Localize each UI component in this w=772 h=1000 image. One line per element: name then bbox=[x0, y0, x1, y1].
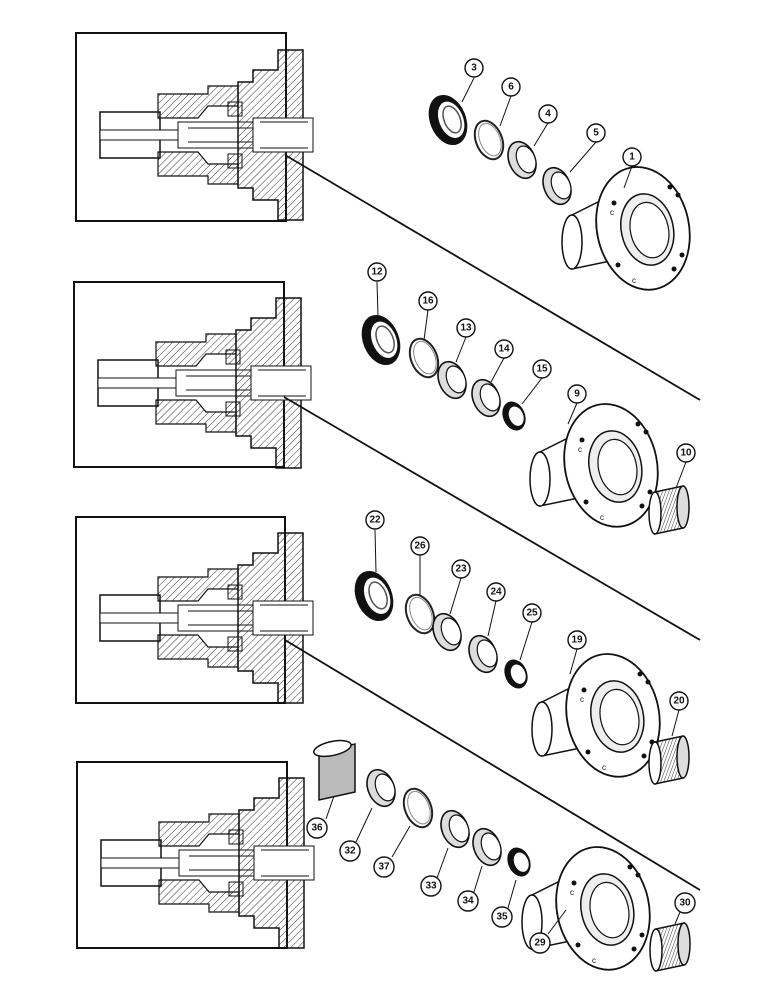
section-4: 36 32 37 33 34 35 29 bbox=[76, 736, 696, 980]
callout-19-label: 19 bbox=[571, 635, 583, 646]
callout-12: 12 bbox=[367, 262, 387, 317]
section-1-leader-line bbox=[284, 154, 701, 401]
callout-3-label: 3 bbox=[471, 63, 477, 74]
callout-1: 1 bbox=[622, 147, 642, 189]
part-14-washer bbox=[466, 374, 506, 422]
callout-22: 22 bbox=[365, 510, 385, 573]
callout-26: 26 bbox=[410, 536, 430, 596]
callout-5: 5 bbox=[569, 123, 606, 173]
part-22-seal bbox=[346, 564, 402, 628]
callout-13-label: 13 bbox=[460, 323, 472, 334]
callout-37-label: 37 bbox=[378, 862, 390, 873]
section-2: 12 16 13 14 15 9 10 bbox=[73, 262, 701, 641]
callout-14: 14 bbox=[490, 339, 514, 383]
callout-34-label: 34 bbox=[462, 896, 474, 907]
section-3-leader-line bbox=[284, 639, 701, 891]
callout-23-label: 23 bbox=[455, 564, 467, 575]
callout-13: 13 bbox=[455, 318, 476, 363]
callout-19: 19 bbox=[567, 630, 587, 675]
callout-34: 34 bbox=[457, 865, 483, 912]
part-15-bearing-cone bbox=[498, 397, 530, 435]
callout-37: 37 bbox=[373, 825, 411, 878]
callout-20: 20 bbox=[669, 691, 689, 737]
callout-4-label: 4 bbox=[545, 109, 551, 120]
part-3-seal bbox=[420, 88, 476, 152]
part-10-needle-bearing bbox=[648, 485, 690, 535]
callout-12-label: 12 bbox=[371, 267, 383, 278]
callout-25: 25 bbox=[519, 603, 542, 661]
part-33-race bbox=[435, 805, 475, 853]
callout-24: 24 bbox=[486, 582, 506, 637]
callout-6-label: 6 bbox=[508, 82, 514, 93]
callout-15-label: 15 bbox=[536, 364, 548, 375]
part-37-snap-ring bbox=[397, 783, 439, 833]
callout-29-label: 29 bbox=[534, 938, 546, 949]
callout-1-label: 1 bbox=[629, 152, 635, 163]
part-1-hub bbox=[561, 157, 702, 300]
part-5-washer bbox=[537, 162, 577, 210]
callout-9: 9 bbox=[567, 384, 587, 425]
callout-20-label: 20 bbox=[673, 696, 685, 707]
section-2-leader-line bbox=[283, 396, 701, 641]
callout-10: 10 bbox=[675, 443, 696, 489]
part-30-needle-bearing bbox=[649, 922, 691, 972]
callout-24-label: 24 bbox=[490, 587, 502, 598]
callout-33: 33 bbox=[420, 847, 449, 897]
callout-35: 35 bbox=[491, 879, 517, 928]
callout-32: 32 bbox=[339, 807, 373, 862]
callout-5-label: 5 bbox=[593, 128, 599, 139]
callout-29: 29 bbox=[529, 909, 567, 954]
callout-33-label: 33 bbox=[425, 881, 437, 892]
callout-23: 23 bbox=[449, 559, 471, 615]
part-34-bearing-cup bbox=[467, 823, 507, 871]
part-6-snap-ring bbox=[468, 115, 510, 165]
callout-14-label: 14 bbox=[498, 344, 510, 355]
part-24-bearing-cup bbox=[463, 630, 503, 678]
callout-15: 15 bbox=[521, 359, 552, 405]
callout-35-label: 35 bbox=[496, 912, 508, 923]
part-29-hub bbox=[521, 837, 662, 980]
part-25-bearing-cone bbox=[500, 655, 532, 693]
part-9-hub bbox=[529, 394, 670, 537]
section-1: 3 6 4 5 1 bbox=[75, 32, 702, 401]
part-32-race bbox=[361, 764, 401, 812]
callout-6: 6 bbox=[499, 77, 521, 127]
callout-36-label: 36 bbox=[311, 823, 323, 834]
callout-22-label: 22 bbox=[369, 515, 381, 526]
section-3: 22 26 23 24 25 19 20 bbox=[75, 510, 701, 891]
callout-32-label: 32 bbox=[344, 846, 356, 857]
callout-25-label: 25 bbox=[526, 608, 538, 619]
part-20-needle-bearing bbox=[648, 735, 690, 785]
part-35-bearing-cone bbox=[503, 843, 535, 881]
callout-4: 4 bbox=[533, 104, 558, 147]
part-36-cup bbox=[311, 736, 356, 801]
callout-30-label: 30 bbox=[679, 898, 691, 909]
callout-30: 30 bbox=[674, 892, 696, 925]
callout-3: 3 bbox=[461, 58, 484, 103]
callout-36: 36 bbox=[306, 795, 335, 839]
callout-9-label: 9 bbox=[574, 389, 580, 400]
part-12-seal bbox=[353, 308, 409, 372]
callout-26-label: 26 bbox=[414, 541, 426, 552]
callout-16: 16 bbox=[418, 291, 438, 341]
callout-10-label: 10 bbox=[680, 448, 692, 459]
callout-16-label: 16 bbox=[422, 296, 434, 307]
